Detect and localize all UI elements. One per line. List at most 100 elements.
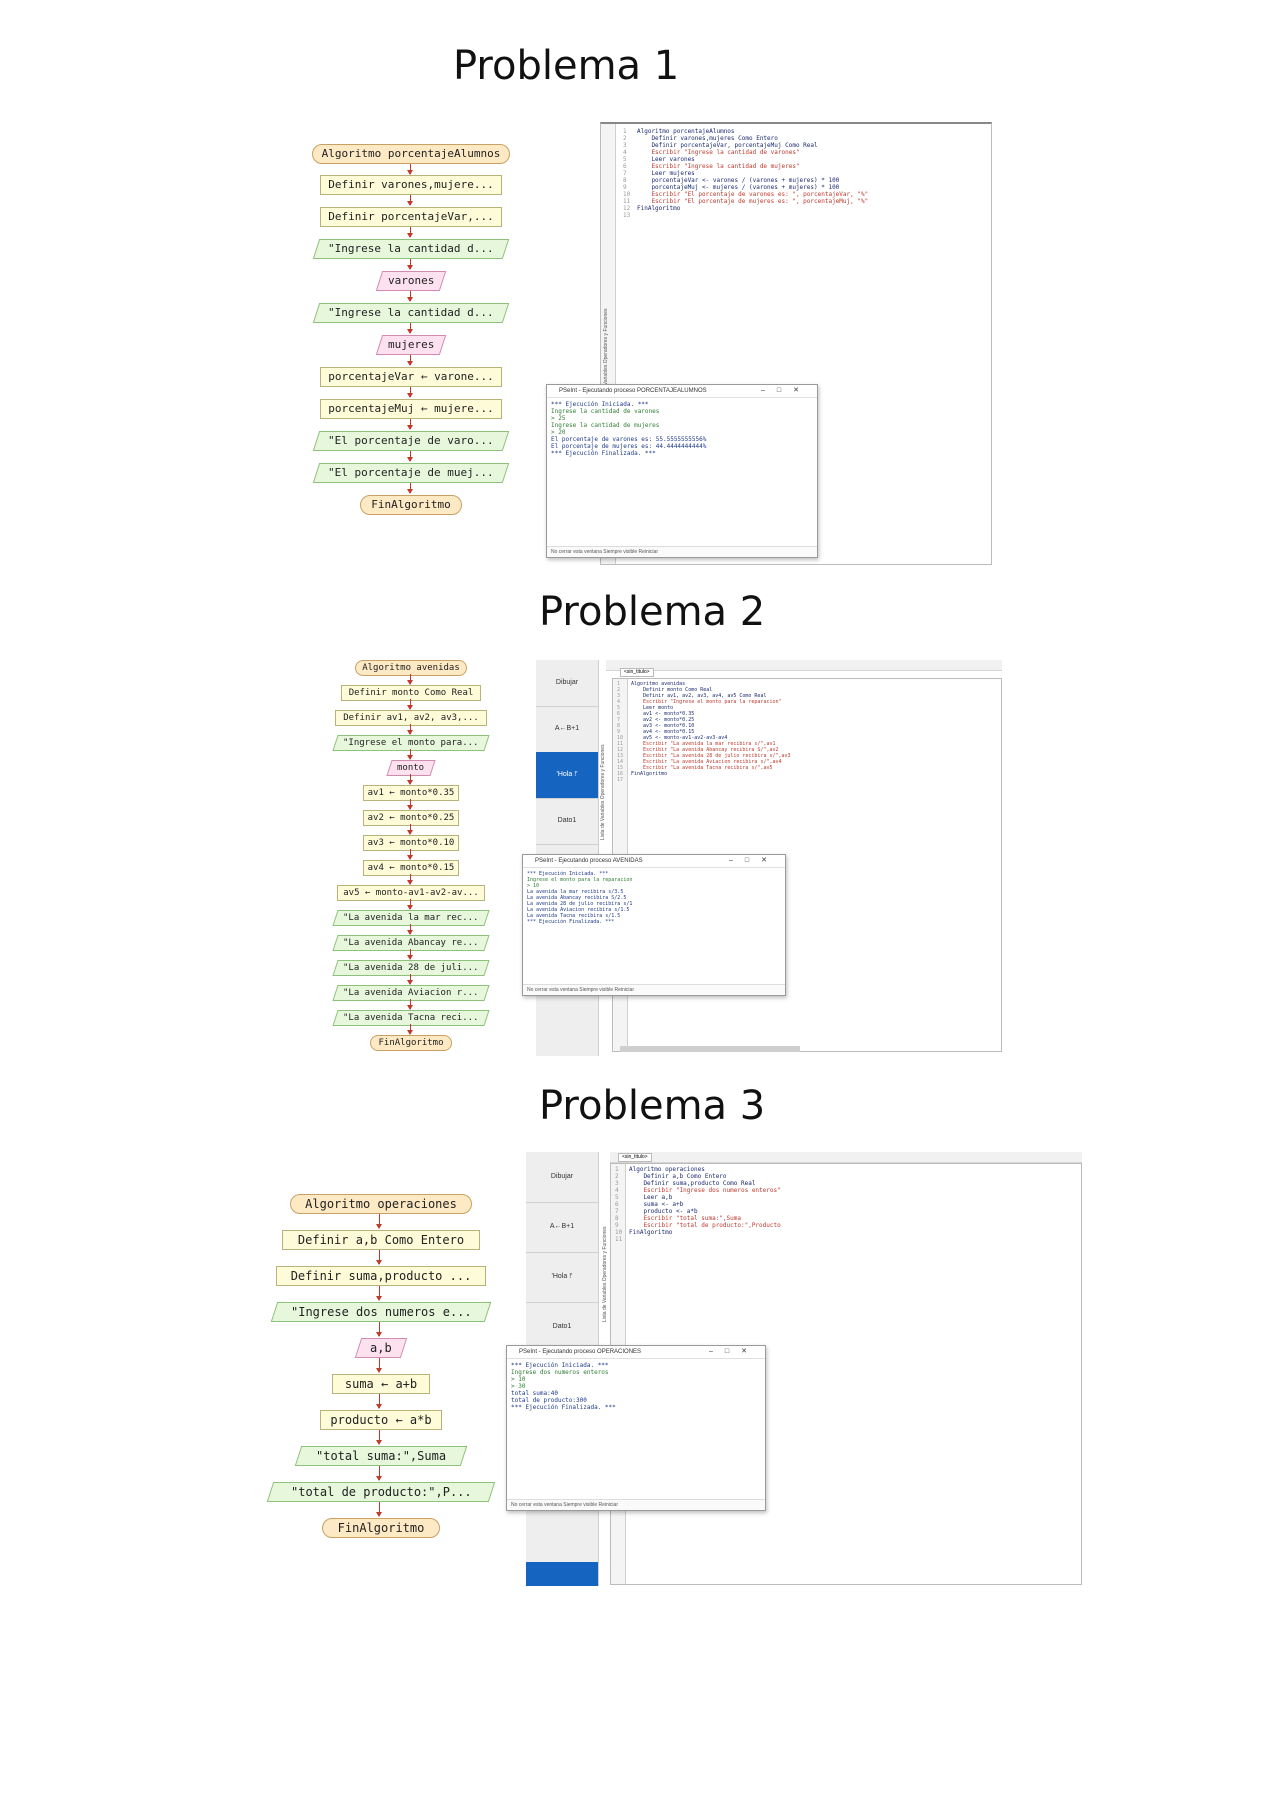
window-title: PSeInt - Ejecutando proceso AVENIDAS [535,858,643,864]
flowchart-output: "Ingrese la cantidad d... [312,303,510,323]
console-line: Ingrese la cantidad de varones [551,408,660,415]
console-line: total de producto:300 [511,1397,587,1404]
palette-item-draw[interactable]: Dibujar [536,660,598,707]
flowchart-start: Algoritmo avenidas [355,660,467,676]
code-line: 8 av3 <- monto*0.10 [617,723,695,729]
code-line: 8 porcentajeVar <- varones / (varones + … [623,177,840,184]
window-footer[interactable]: No cerrar esta ventana Siempre visible R… [547,546,817,557]
editor-toolbar[interactable] [606,660,1002,671]
flowchart-input: mujeres [375,335,447,355]
flowchart-output: "El porcentaje de varo... [312,431,510,451]
flowchart-process: porcentajeVar ← varone... [320,367,502,387]
side-panel-label: Lista de Variables Operadores y Funcione… [600,744,606,840]
flowchart-output: "Ingrese el monto para... [332,735,490,751]
code-line: 6 Escribir "Ingrese la cantidad de mujer… [623,163,800,170]
code-line: 11 Escribir "La avenida la mar recibira … [617,741,776,747]
pseint-window-problem-3: Dibujar A←B+1 'Hola !' Dato1 Lista de Va… [526,1152,1082,1586]
flowchart-define: Definir monto Como Real [341,685,481,701]
code-line: 5 Leer monto [617,705,674,711]
console-line: Ingrese la cantidad de mujeres [551,422,660,429]
flowchart-input: varones [375,271,447,291]
window-controls[interactable]: –□✕ [761,387,811,394]
tab-sin-titulo[interactable]: <sin_titulo> [618,1153,652,1162]
execution-window-problem-3[interactable]: PSeInt - Ejecutando proceso OPERACIONES –… [506,1345,766,1511]
window-controls[interactable]: –□✕ [709,1348,759,1355]
flowchart-output: "La avenida Tacna reci... [332,1010,490,1026]
code-line: 6 suma <- a+b [615,1201,684,1208]
console-line: El porcentaje de mujeres es: 44.44444444… [551,443,707,450]
code-line: 17 [617,777,624,783]
palette-item-assign[interactable]: A←B+1 [526,1202,598,1253]
execution-window-problem-2[interactable]: PSeInt - Ejecutando proceso AVENIDAS–□✕ … [522,854,786,996]
code-line: 10 Escribir "El porcentaje de varones es… [623,191,869,198]
console-line: El porcentaje de varones es: 55.55555555… [551,436,707,443]
code-line: 4 Escribir "Ingrese dos numeros enteros" [615,1187,781,1194]
flowchart-process: suma ← a+b [332,1374,430,1394]
console-line: *** Ejecución Iniciada. *** [527,871,609,877]
window-footer[interactable]: No cerrar esta ventana Siempre visible R… [523,984,785,995]
window-title: PSeInt - Ejecutando proceso OPERACIONES [519,1349,642,1355]
execution-window-problem-1[interactable]: PSeInt - Ejecutando proceso PORCENTAJEAL… [546,384,818,558]
palette-item-assign[interactable]: A←B+1 [536,706,598,753]
flowchart-process: av1 ← monto*0.35 [363,785,459,801]
console-line: *** Ejecución Finalizada. *** [527,919,615,925]
flowchart-start: Algoritmo porcentajeAlumnos [312,144,510,164]
flowchart-end: FinAlgoritmo [370,1035,452,1051]
console-line: *** Ejecución Finalizada. *** [511,1404,616,1411]
flowchart-process: av2 ← monto*0.25 [363,810,459,826]
palette-item-output[interactable]: 'Hola !' [536,752,598,799]
problem-2-title: Problema 2 [539,589,766,635]
flowchart-define: Definir av1, av2, av3,... [335,710,487,726]
side-panel-label: Lista de Variables Operadores y Funcione… [603,308,609,404]
code-line: 4 Escribir "Ingrese el monto para la rep… [617,699,782,705]
palette-item-input[interactable]: Dato1 [536,798,598,845]
window-controls[interactable]: –□✕ [729,857,779,864]
console-line: > 10 [511,1376,526,1383]
code-line: 9 av4 <- monto*0.15 [617,729,695,735]
flowchart-output: "Ingrese dos numeros e... [270,1302,492,1322]
code-line: 5 Leer a,b [615,1194,673,1201]
flowchart-end: FinAlgoritmo [322,1518,440,1538]
flowchart-output: "La avenida Aviacion r... [332,985,490,1001]
side-panel-label: Lista de Variables Operadores y Funcione… [602,1226,608,1322]
code-line: 5 Leer varones [623,156,695,163]
code-line: 3 Definir suma,producto Como Real [615,1180,756,1187]
palette-item-draw[interactable]: Dibujar [526,1152,598,1203]
console-line: *** Ejecución Finalizada. *** [551,450,656,457]
code-line: 11 Escribir "El porcentaje de mujeres es… [623,198,869,205]
code-line: 3 Definir av1, av2, av3, av4, av5 Como R… [617,693,767,699]
flowchart-process: av5 ← monto-av1-av2-av... [337,885,485,901]
code-line: 9 Escribir "total de producto:",Producto [615,1222,781,1229]
code-line: 6 av1 <- monto*0.35 [617,711,695,717]
flowchart-problem-2: Algoritmo avenidas Definir monto Como Re… [275,660,505,1055]
tab-sin-titulo[interactable]: <sin_titulo> [620,668,654,677]
flowchart-process: av3 ← monto*0.10 [363,835,459,851]
flowchart-input: monto [386,760,436,776]
editor-toolbar[interactable] [610,1152,1082,1163]
flowchart-define: Definir varones,mujere... [320,175,502,195]
console-line: La avenida Tacna recibira s/1.5 [527,913,621,919]
window-footer[interactable]: No cerrar esta ventana Siempre visible R… [507,1499,765,1510]
flowchart-output: "Ingrese la cantidad d... [312,239,510,259]
palette-item-selected[interactable] [526,1562,598,1586]
code-line: 14 Escribir "La avenida Aviacion recibir… [617,759,782,765]
problem-1-title: Problema 1 [453,43,680,89]
code-line: 2 Definir a,b Como Entero [615,1173,727,1180]
code-line: 7 Leer mujeres [623,170,695,177]
horizontal-scrollbar[interactable] [620,1046,800,1052]
palette-item-output[interactable]: 'Hola !' [526,1252,598,1303]
console-line: La avenida Aviacion recibira s/1.5 [527,907,630,913]
flowchart-output: "total de producto:",P... [266,1482,496,1502]
console-line: > 25 [551,415,566,422]
code-line: 12 Escribir "La avenida Abancay recibira… [617,747,779,753]
flowchart-start: Algoritmo operaciones [290,1194,472,1214]
console-output: *** Ejecución Iniciada. ***Ingrese el mo… [523,868,785,928]
